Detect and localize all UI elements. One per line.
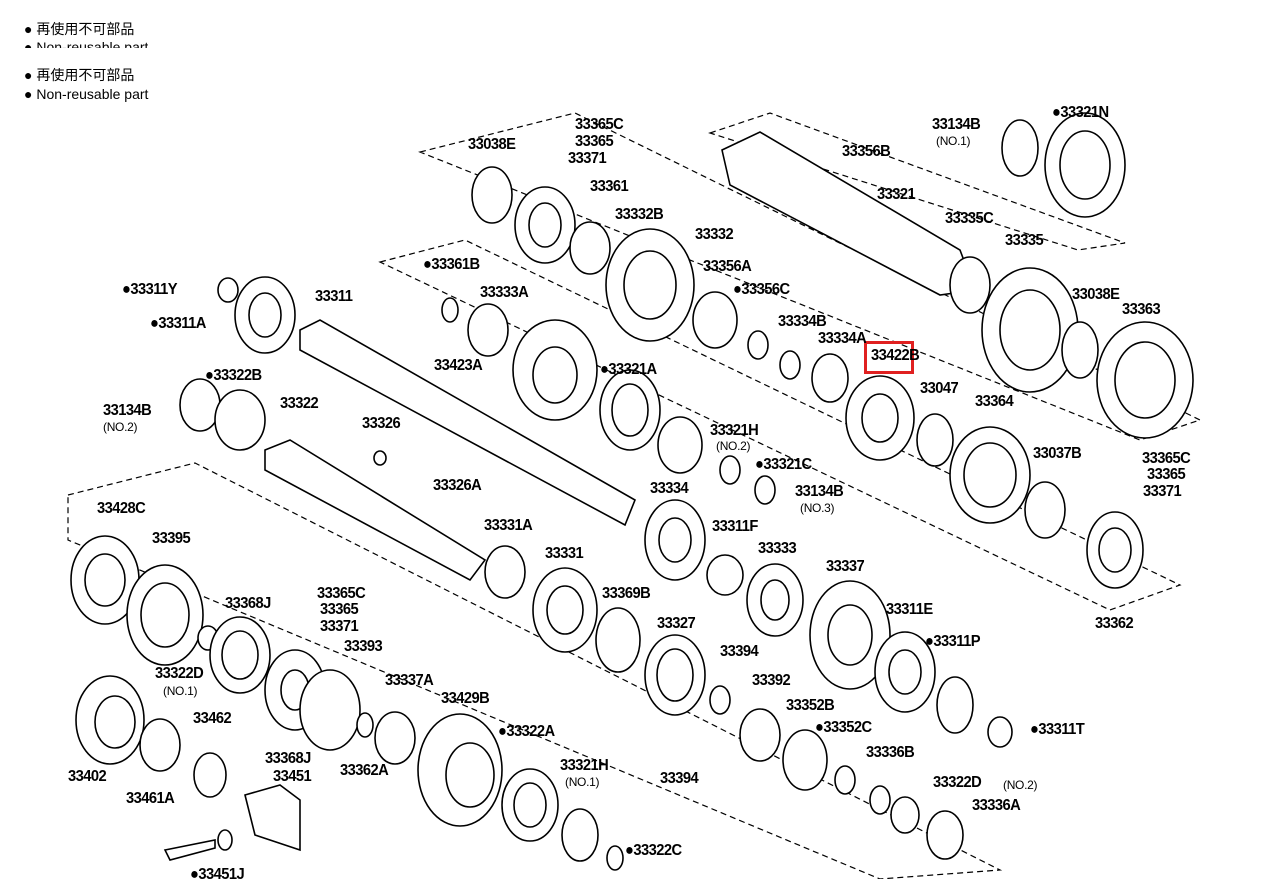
legend-en: ● Non-reusable part <box>24 86 149 102</box>
part-label[interactable]: 33326 <box>362 415 401 432</box>
part-label[interactable]: 33336B <box>866 744 915 761</box>
part-label[interactable]: 33321H <box>710 422 759 439</box>
part-label[interactable]: 33362A <box>340 762 389 779</box>
part-label[interactable]: ●33322B <box>205 367 262 384</box>
part-label[interactable]: 33428C <box>97 500 146 517</box>
part-label[interactable]: 33451 <box>273 768 312 785</box>
part-label[interactable]: ●33451J <box>190 866 245 883</box>
part-label[interactable]: 33394 <box>720 643 759 660</box>
part-sublabel: (NO.1) <box>565 775 600 789</box>
part-label[interactable]: 33038E <box>468 136 516 153</box>
part-label[interactable]: 33365C <box>575 116 624 133</box>
part-label[interactable]: 33337 <box>826 558 865 575</box>
part-label[interactable]: 33331 <box>545 545 584 562</box>
part-label[interactable]: 33393 <box>344 638 383 655</box>
part-label[interactable]: 33334B <box>778 313 827 330</box>
part-label[interactable]: 33371 <box>568 150 607 167</box>
part-label[interactable]: 33321H <box>560 757 609 774</box>
group-outlines <box>67 112 1202 879</box>
part-label[interactable]: 33361 <box>590 178 629 195</box>
legend-jp: ● 再使用不可部品 <box>24 21 135 37</box>
part-label[interactable]: 33311F <box>712 518 758 535</box>
part-label[interactable]: ●33352C <box>815 719 872 736</box>
part-label[interactable]: 33392 <box>752 672 791 689</box>
part-label[interactable]: 33331A <box>484 517 533 534</box>
part-label[interactable]: 33352B <box>786 697 835 714</box>
part-label[interactable]: 33311E <box>886 601 933 618</box>
part-label[interactable]: ●33311T <box>1030 721 1085 738</box>
part-sublabel: (NO.3) <box>800 501 835 515</box>
part-label[interactable]: 33368J <box>225 595 271 612</box>
part-label[interactable]: ●33311A <box>150 315 206 332</box>
part-sublabel: (NO.2) <box>103 420 138 434</box>
part-label[interactable]: 33423A <box>434 357 483 374</box>
part-label[interactable]: ●33311P <box>925 633 981 650</box>
part-label[interactable]: 33368J <box>265 750 311 767</box>
part-sublabel: (NO.1) <box>936 134 971 148</box>
part-label[interactable]: 33429B <box>441 690 490 707</box>
part-sublabel: (NO.2) <box>1003 778 1038 792</box>
part-label[interactable]: 33322D <box>933 774 982 791</box>
part-label[interactable]: ●33322C <box>625 842 682 859</box>
part-label[interactable]: 33134B <box>103 402 152 419</box>
part-label[interactable]: 33333 <box>758 540 797 557</box>
part-label[interactable]: 33365 <box>1147 466 1186 483</box>
part-label[interactable]: 33363 <box>1122 301 1161 318</box>
part-label[interactable]: 33134B <box>795 483 844 500</box>
part-label[interactable]: 33037B <box>1033 445 1082 462</box>
part-label[interactable]: ●33321A <box>600 361 657 378</box>
part-label[interactable]: 33334 <box>650 480 689 497</box>
legend-en-clipped: ● Non-reusable part <box>24 39 149 48</box>
part-label[interactable]: 33402 <box>68 768 107 785</box>
part-label[interactable]: 33371 <box>1143 483 1182 500</box>
part-label[interactable]: 33364 <box>975 393 1014 410</box>
part-label[interactable]: 33335 <box>1005 232 1044 249</box>
part-label[interactable]: 33362 <box>1095 615 1134 632</box>
part-label[interactable]: 33322 <box>280 395 319 412</box>
part-label[interactable]: 33333A <box>480 284 529 301</box>
part-label[interactable]: 33326A <box>433 477 482 494</box>
part-sublabel: (NO.1) <box>163 684 198 698</box>
part-label[interactable]: 33134B <box>932 116 981 133</box>
part-label[interactable]: 33332 <box>695 226 734 243</box>
part-label[interactable]: 33371 <box>320 618 359 635</box>
legend-jp: ● 再使用不可部品 <box>24 67 135 83</box>
part-label[interactable]: 33038E <box>1072 286 1120 303</box>
part-label[interactable]: 33336A <box>972 797 1021 814</box>
part-label[interactable]: ●33321N <box>1052 104 1109 121</box>
part-label[interactable]: 33356A <box>703 258 752 275</box>
part-label[interactable]: 33369B <box>602 585 651 602</box>
part-label[interactable]: 33047 <box>920 380 959 397</box>
part-label[interactable]: 33356B <box>842 143 891 160</box>
part-label[interactable]: 33311 <box>315 288 353 305</box>
part-label[interactable]: 33365 <box>320 601 359 618</box>
part-label[interactable]: 33327 <box>657 615 696 632</box>
part-label[interactable]: ●33361B <box>423 256 480 273</box>
part-label[interactable]: 33365C <box>317 585 366 602</box>
part-label[interactable]: 33321 <box>877 186 916 203</box>
part-label[interactable]: 33365C <box>1142 450 1191 467</box>
part-label[interactable]: 33461A <box>126 790 175 807</box>
part-label[interactable]: ●33322A <box>498 723 555 740</box>
part-sublabel: (NO.2) <box>716 439 751 453</box>
part-label[interactable]: 33337A <box>385 672 434 689</box>
part-label[interactable]: 33462 <box>193 710 232 727</box>
part-label[interactable]: 33334A <box>818 330 867 347</box>
part-label[interactable]: ●33321C <box>755 456 812 473</box>
parts <box>70 112 1194 871</box>
highlight-box <box>864 341 914 374</box>
part-label[interactable]: 33394 <box>660 770 699 787</box>
part-label[interactable]: 33332B <box>615 206 664 223</box>
part-label[interactable]: ●33311Y <box>122 281 178 298</box>
part-label[interactable]: 33322D <box>155 665 204 682</box>
part-label[interactable]: 33395 <box>152 530 191 547</box>
part-label-highlighted[interactable]: 33422B <box>871 347 920 364</box>
part-label[interactable]: 33335C <box>945 210 994 227</box>
part-label[interactable]: 33365 <box>575 133 614 150</box>
part-label[interactable]: ●33356C <box>733 281 790 298</box>
